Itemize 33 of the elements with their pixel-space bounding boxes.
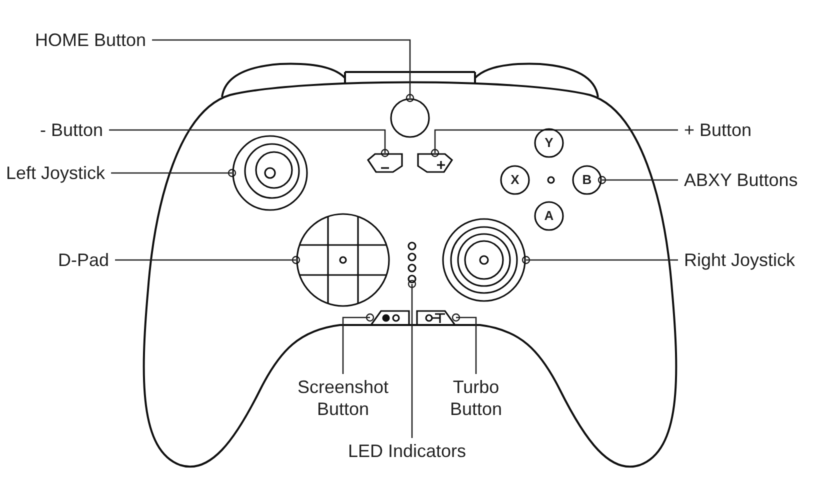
leader-line — [342, 313, 374, 374]
leader-line — [430, 129, 678, 158]
leader-line — [408, 280, 416, 438]
part-label: Left Joystick — [6, 162, 106, 184]
leader-line — [598, 176, 678, 184]
leader-line — [115, 256, 300, 264]
part-label: LED Indicators — [348, 440, 466, 462]
button-letter: X — [510, 173, 520, 187]
button-letter: A — [543, 209, 555, 223]
leader-line — [111, 168, 236, 178]
leader-line — [452, 313, 477, 374]
part-label: ABXY Buttons — [684, 169, 798, 191]
plus-button — [417, 153, 453, 173]
part-label: D-Pad — [58, 249, 110, 271]
right-joystick — [442, 218, 526, 302]
part-label: - Button — [40, 119, 104, 141]
d-pad — [296, 213, 390, 307]
abxy-buttons — [500, 128, 602, 230]
leader-line — [152, 39, 414, 102]
part-label: Turbo Button — [436, 376, 516, 420]
part-label: + Button — [684, 119, 752, 141]
part-label: Right Joystick — [684, 249, 796, 271]
leader-line — [109, 129, 390, 158]
home-button — [390, 98, 430, 138]
part-label: Screenshot Button — [283, 376, 403, 420]
part-label: HOME Button — [35, 29, 146, 51]
left-joystick — [232, 135, 308, 211]
button-letter: Y — [544, 136, 554, 150]
minus-button — [367, 153, 403, 173]
screenshot-button — [370, 309, 410, 326]
turbo-button — [416, 309, 456, 326]
led-indicators — [407, 241, 417, 284]
button-letter: B — [581, 173, 593, 187]
